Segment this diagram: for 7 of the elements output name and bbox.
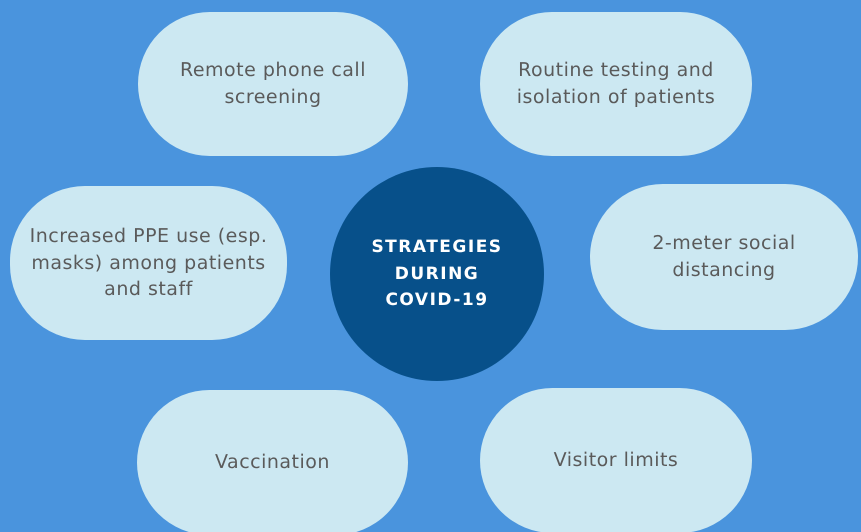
strategy-text: Vaccination — [215, 450, 330, 476]
strategy-text: Remote phone call screening — [179, 58, 367, 110]
strategy-text: Visitor limits — [554, 448, 678, 474]
center-title: STRATEGIES DURING COVID-19 — [370, 236, 504, 312]
strategy-text: 2-meter social distancing — [651, 231, 797, 283]
strategy-text: Routine testing and isolation of patients — [516, 58, 716, 110]
strategy-text: Increased PPE use (esp. masks) among patients and staff — [28, 224, 268, 302]
